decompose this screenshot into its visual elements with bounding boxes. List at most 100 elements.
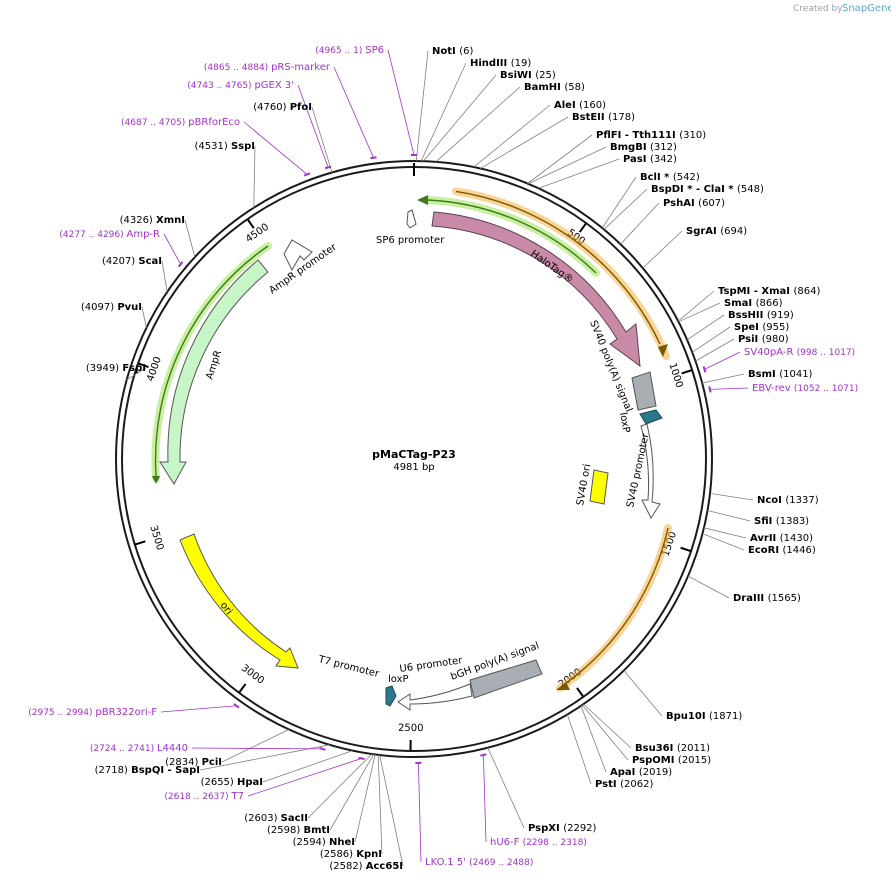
- site-leader-line: [528, 146, 607, 185]
- site-position: (4326): [120, 215, 156, 226]
- lower-orf-arrowhead: [556, 682, 570, 690]
- site-leader-line: [480, 116, 569, 169]
- site-position: (2582): [329, 861, 365, 872]
- primer-range: (2618 .. 2637): [164, 792, 231, 802]
- plasmid-size: 4981 bp: [393, 462, 434, 473]
- restriction-site-label: PasI (342): [623, 154, 677, 165]
- ruler-tick-label: 2500: [398, 723, 424, 734]
- site-leader-line: [566, 714, 592, 785]
- site-name: PshAI: [663, 198, 698, 209]
- primer-name: EBV-rev: [752, 383, 794, 394]
- site-leader-line: [695, 338, 735, 362]
- restriction-site-label: TspMI - XmaI (864): [718, 286, 820, 297]
- site-leader-line: [435, 86, 521, 163]
- site-name: PciI: [202, 757, 222, 768]
- site-leader-line: [473, 104, 551, 168]
- primer-label: (2618 .. 2637) T7: [164, 791, 244, 802]
- primer-binding-mark: [708, 386, 712, 393]
- primer-leader-line: [333, 66, 374, 158]
- primer-leader-lines: [160, 49, 749, 863]
- site-position: (2292): [563, 823, 596, 834]
- site-name: NotI: [432, 46, 459, 57]
- restriction-site-label: (2594) NheI: [293, 837, 355, 848]
- site-position: (2603): [244, 813, 280, 824]
- ruler-tick: [134, 540, 146, 546]
- site-leader-line: [377, 754, 383, 855]
- primer-range: (4687 .. 4705): [121, 118, 188, 128]
- site-name: SpeI: [734, 322, 762, 333]
- restriction-site-label: PspOMI (2015): [632, 755, 711, 766]
- site-position: (3949): [86, 363, 122, 374]
- site-name: NheI: [329, 837, 355, 848]
- primer-name: T7: [231, 791, 244, 802]
- primer-name: Amp-R: [127, 229, 161, 240]
- site-position: (342): [650, 154, 677, 165]
- site-position: (25): [535, 70, 556, 81]
- site-name: TspMI - XmaI: [718, 286, 793, 297]
- site-position: (58): [564, 82, 585, 93]
- ruler-tick: [578, 222, 588, 233]
- primer-range: (4965 .. 1): [315, 46, 365, 56]
- site-leader-line: [603, 188, 648, 230]
- ori-feature-arrow: [179, 533, 299, 669]
- restriction-site-label: ApaI (2019): [610, 767, 672, 778]
- ampr-feature-arrow: [159, 259, 269, 485]
- site-position: (4760): [253, 102, 289, 113]
- primer-leader-line: [163, 233, 181, 265]
- site-position: (1430): [780, 533, 813, 544]
- site-leader-line: [307, 753, 373, 819]
- site-name: BstEII: [572, 112, 608, 123]
- site-leader-line: [687, 575, 730, 599]
- restriction-site-label: (4097) PvuI: [81, 302, 142, 313]
- site-name: AleI: [554, 100, 579, 111]
- restriction-site-label: (2586) KpnI: [320, 849, 382, 860]
- site-leader-line: [311, 106, 333, 173]
- site-position: (2718): [95, 765, 131, 776]
- restriction-site-label: (2603) SacII: [244, 813, 308, 824]
- restriction-site-label: BclI * (542): [640, 172, 700, 183]
- site-name: BspDI * - ClaI *: [651, 184, 737, 195]
- site-position: (980): [762, 334, 789, 345]
- ruler-tick: [137, 362, 149, 369]
- site-position: (1871): [709, 711, 742, 722]
- primer-binding-mark: [177, 261, 184, 268]
- primer-binding-mark: [303, 172, 311, 177]
- site-position: (2586): [320, 849, 356, 860]
- site-position: (919): [767, 310, 794, 321]
- primer-label: (4743 .. 4765) pGEX 3': [187, 80, 294, 91]
- site-labels: NotI (6)HindIII (19)BsiWI (25)BamHI (58)…: [81, 46, 821, 872]
- site-name: PstI: [595, 779, 620, 790]
- site-name: SspI: [231, 141, 255, 152]
- restriction-site-label: (2718) BspQI - SapI: [95, 765, 200, 776]
- site-leader-line: [379, 754, 404, 867]
- site-name: EcoRI: [748, 545, 783, 556]
- restriction-site-label: BamHI (58): [524, 82, 585, 93]
- restriction-site-label: PflFI - Tth111I (310): [596, 130, 706, 141]
- site-leader-line: [141, 306, 147, 328]
- site-leader-line: [580, 705, 607, 773]
- primer-range: (2469 .. 2488): [469, 858, 533, 868]
- primer-label: SV40pA-R (998 .. 1017): [744, 347, 855, 358]
- site-position: (178): [608, 112, 635, 123]
- site-name: PvuI: [117, 302, 142, 313]
- lower-orf-highlight: [556, 524, 672, 692]
- site-position: (1383): [776, 516, 809, 527]
- loxp-bottom-label: loxP: [388, 674, 409, 685]
- site-name: SgrAI: [686, 226, 720, 237]
- primer-label: LKO.1 5' (2469 .. 2488): [425, 857, 533, 868]
- site-leader-line: [703, 527, 747, 539]
- site-leader-line: [692, 326, 731, 353]
- site-name: SfiI: [754, 516, 776, 527]
- site-name: ScaI: [138, 256, 162, 267]
- sv40-polya-block: [631, 371, 657, 411]
- primer-range: (2724 .. 2741): [90, 744, 157, 754]
- site-leader-line: [642, 230, 683, 269]
- site-name: Bsu36I: [635, 743, 677, 754]
- primer-label: (4965 .. 1) SP6: [315, 45, 384, 56]
- primer-label: (4687 .. 4705) pBRforEco: [121, 117, 240, 128]
- primer-binding-mark: [480, 753, 487, 757]
- primer-label: (4277 .. 4296) Amp-R: [59, 229, 160, 240]
- site-name: BspQI - SapI: [131, 765, 200, 776]
- primer-label: (2975 .. 2994) pBR322ori-F: [28, 707, 157, 718]
